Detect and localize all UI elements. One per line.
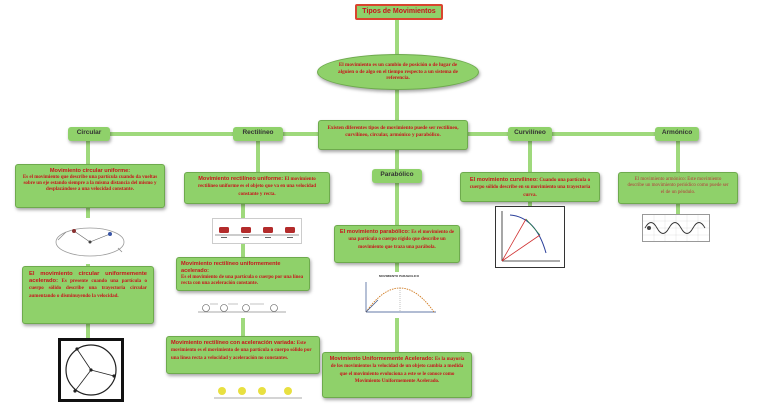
mrav-title: Movimiento rectilíneo con aceleración va… bbox=[171, 340, 296, 346]
armonico-diagram-svg bbox=[643, 215, 709, 241]
armonico-text: El movimiento armónico: Este movimiento … bbox=[627, 177, 729, 195]
curvilineo-diagram-image bbox=[495, 206, 565, 268]
category-rectilineo[interactable]: Rectilíneo bbox=[233, 127, 283, 141]
mua-node[interactable]: Movimiento Uniformemente Acelerado: Es l… bbox=[322, 352, 472, 398]
mrua-node[interactable]: Movimiento rectilíneo uniformemente acel… bbox=[176, 257, 310, 291]
mcu-text: Es el movimiento que describe una partíc… bbox=[22, 174, 158, 193]
mru-title: Movimiento rectilíneo uniforme: bbox=[198, 176, 284, 182]
mcua-text: Es presente cuando una partícula o cuerp… bbox=[29, 279, 147, 299]
category-curvilineo[interactable]: Curvilíneo bbox=[508, 127, 552, 141]
curvilineo-title: El movimiento curvilíneo: bbox=[469, 177, 538, 183]
mcu-diagram-image bbox=[48, 218, 128, 264]
definition-text: El movimiento es un cambio de posición o… bbox=[338, 61, 458, 82]
mrua-text: Es el movimiento de una partícula o cuer… bbox=[181, 274, 304, 287]
armonico-node[interactable]: El movimiento armónico: Este movimiento … bbox=[618, 172, 738, 204]
mcua-diagram-svg bbox=[65, 344, 117, 396]
mp-diagram-image: MOVIMIENTO PARABOLICO bbox=[358, 272, 440, 318]
mru-text: El movimiento rectilíneo uniforme es el … bbox=[197, 177, 317, 197]
mcua-node[interactable]: El movimiento circular uniformemente ace… bbox=[22, 266, 154, 324]
mcua-diagram-image bbox=[58, 338, 124, 402]
definition-node[interactable]: El movimiento es un cambio de posición o… bbox=[317, 54, 479, 90]
map-title[interactable]: Tipos de Movimientos bbox=[355, 4, 443, 20]
category-armonico[interactable]: Armónico bbox=[655, 127, 699, 141]
mru-node[interactable]: Movimiento rectilíneo uniforme: El movim… bbox=[184, 172, 330, 204]
types-intro-text: Existen diferentes tipos de movimiento p… bbox=[327, 125, 459, 138]
curvilineo-diagram-svg bbox=[501, 211, 560, 262]
curvilineo-node[interactable]: El movimiento curvilíneo: Cuando una par… bbox=[460, 172, 600, 202]
mua-title: Movimiento Uniformemente Acelerado: bbox=[329, 356, 434, 362]
mrua-diagram-svg bbox=[198, 303, 286, 313]
mp-title: El movimiento parabólico: bbox=[339, 229, 410, 235]
mcu-diagram-svg bbox=[55, 227, 125, 257]
mcu-node[interactable]: Movimiento circular uniforme: Es el movi… bbox=[15, 164, 165, 208]
mrua-diagram-image bbox=[196, 296, 288, 318]
mrav-text: Este movimiento es el movimiento de una … bbox=[171, 341, 312, 361]
types-intro-node[interactable]: Existen diferentes tipos de movimiento p… bbox=[318, 120, 468, 150]
mrav-node[interactable]: Movimiento rectilíneo con aceleración va… bbox=[166, 336, 320, 374]
mru-diagram-svg bbox=[215, 227, 299, 238]
mp-image-caption: MOVIMIENTO PARABOLICO bbox=[378, 274, 420, 278]
curvilineo-text: Cuando una partícula o cuerpo sólido des… bbox=[469, 178, 591, 198]
mrua-title: Movimiento rectilíneo uniformemente acel… bbox=[181, 261, 281, 274]
mru-diagram-image bbox=[212, 218, 302, 244]
mcua-title: El movimiento circular uniformemente ace… bbox=[29, 271, 147, 285]
category-parabolico[interactable]: Parabólico bbox=[372, 169, 422, 183]
mp-diagram-svg bbox=[365, 282, 436, 313]
armonico-diagram-image bbox=[642, 214, 710, 242]
mp-node[interactable]: El movimiento parabólico: Es el movimien… bbox=[334, 225, 460, 263]
mcu-title: Movimiento circular uniforme: bbox=[49, 168, 131, 174]
category-circular[interactable]: Circular bbox=[68, 127, 110, 141]
mp-text: Es el movimiento de una partícula o cuer… bbox=[348, 230, 455, 250]
mrav-diagram-svg bbox=[214, 387, 302, 399]
mrav-diagram-image bbox=[212, 380, 304, 402]
mua-text: Es la mayoría de los movimientos la velo… bbox=[330, 357, 465, 384]
